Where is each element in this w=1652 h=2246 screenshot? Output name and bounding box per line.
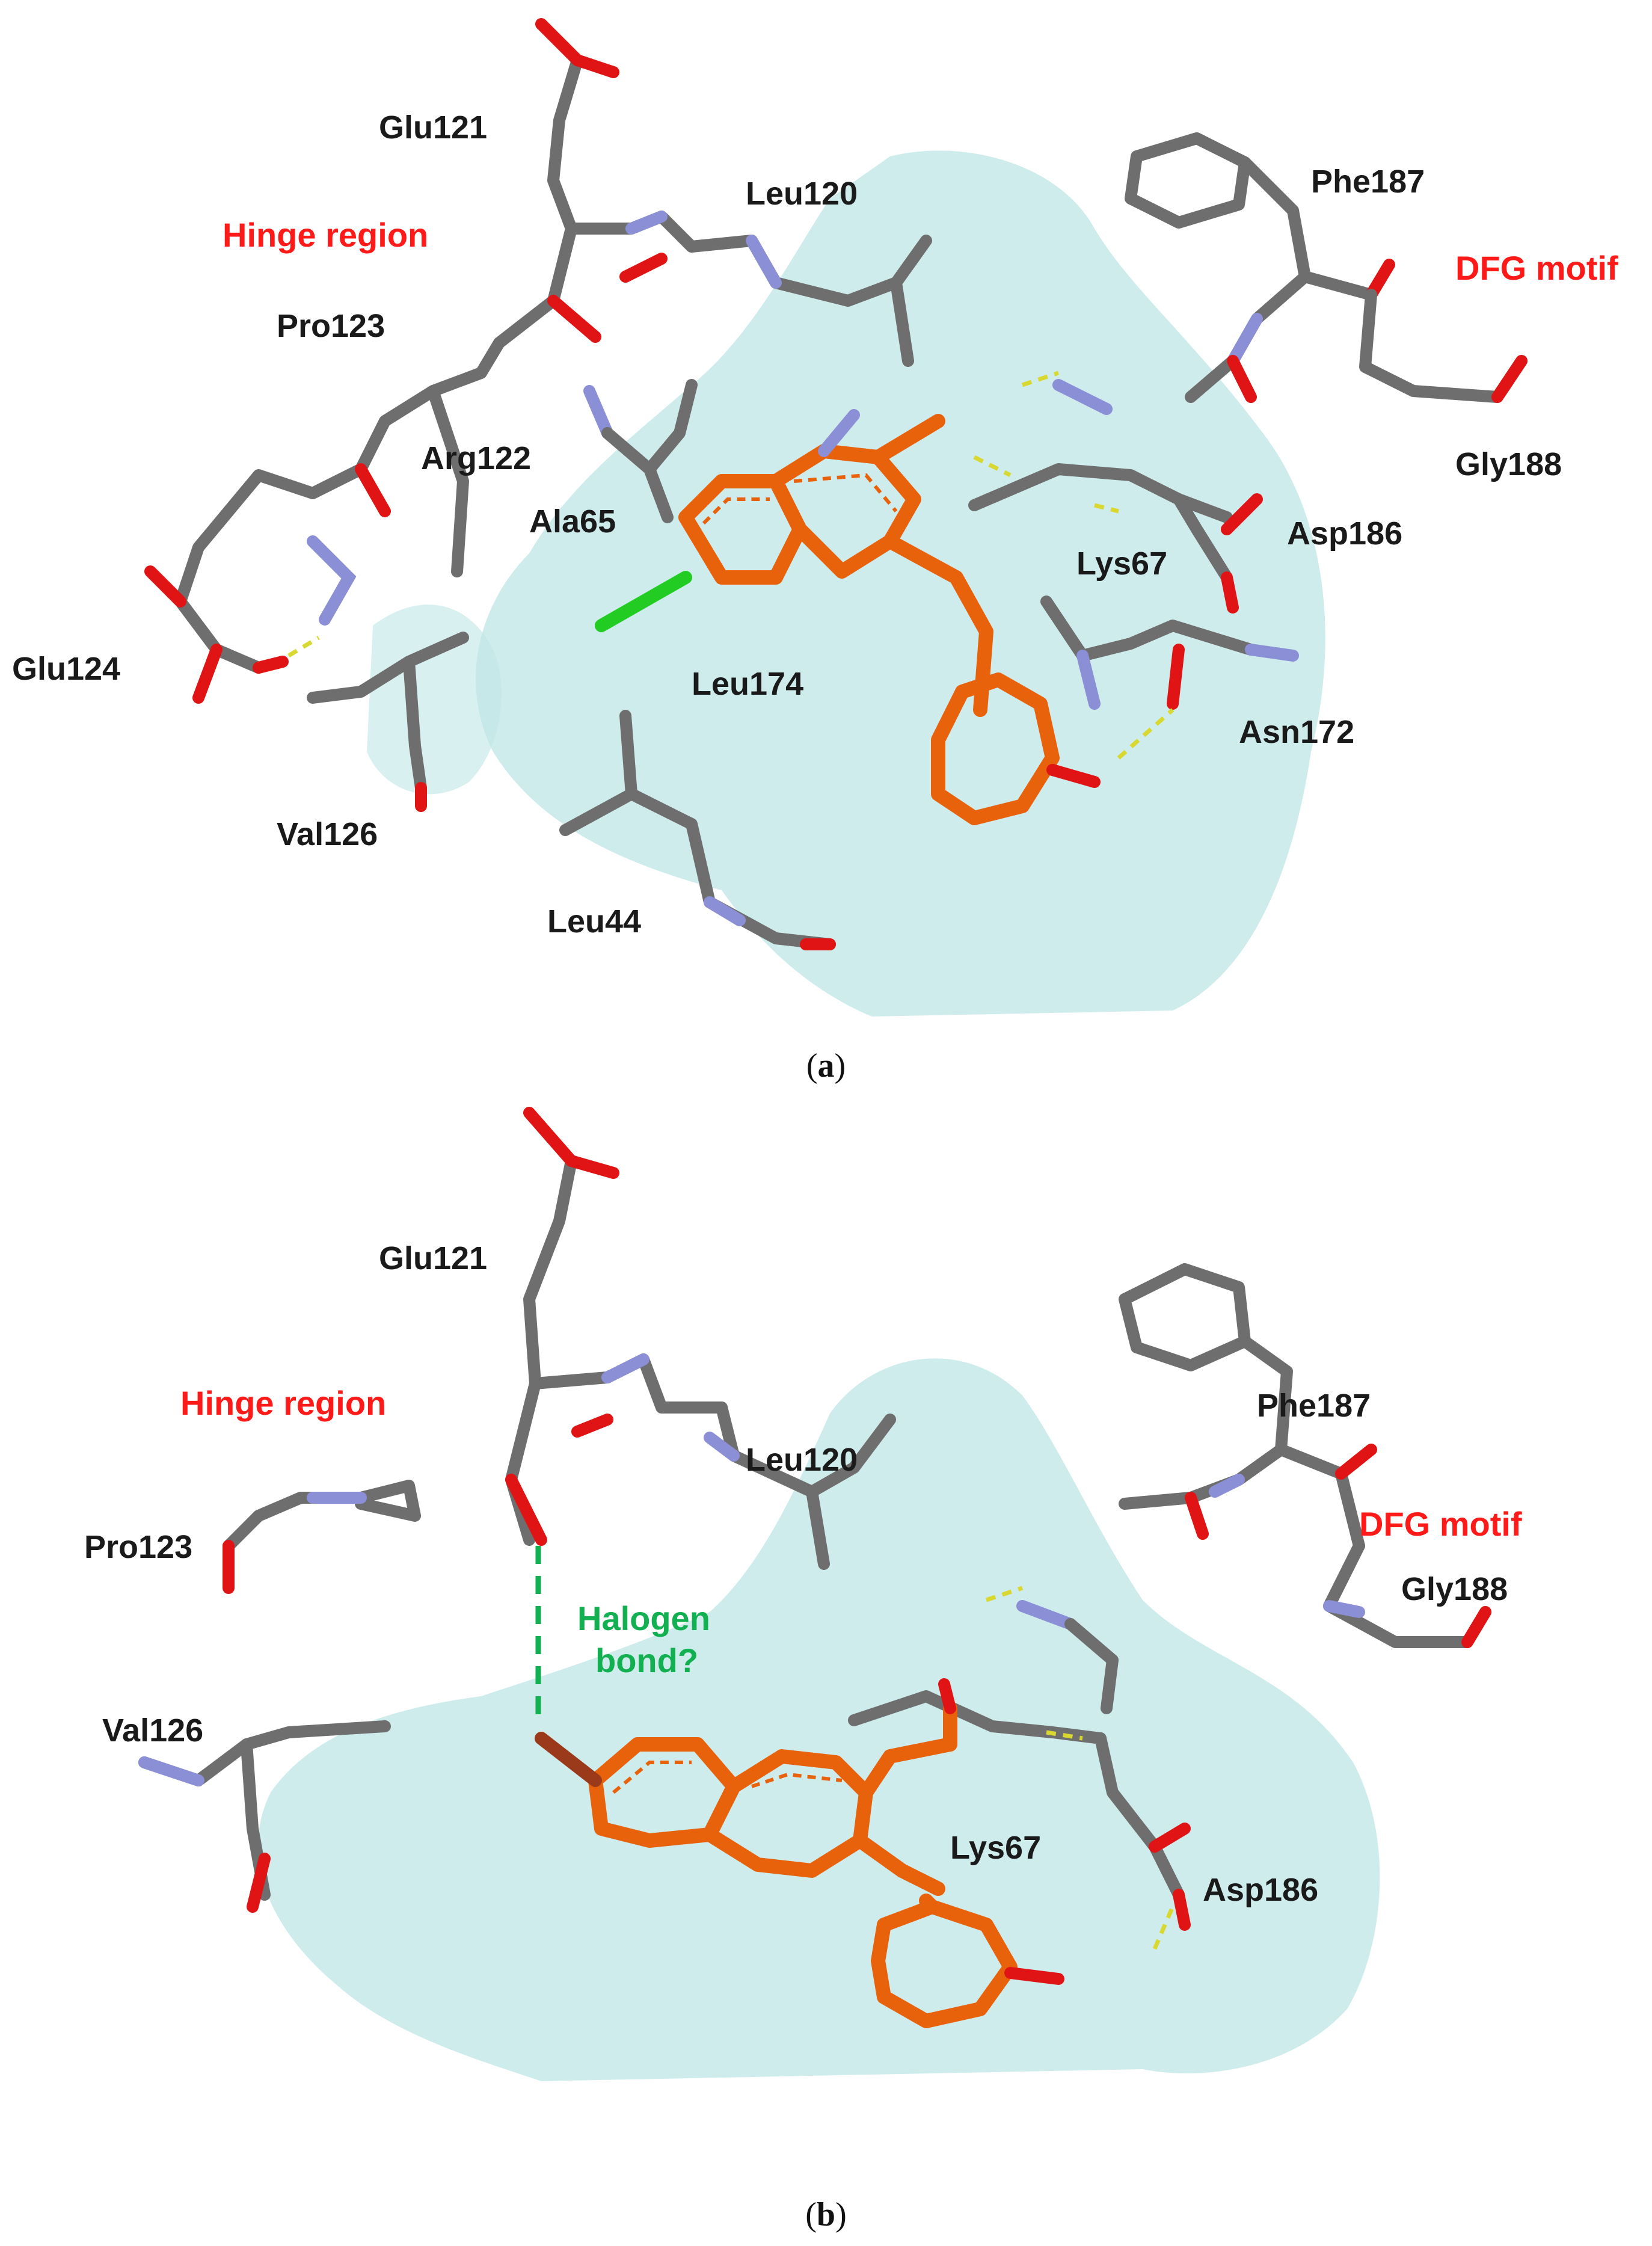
label-val126: Val126: [102, 1712, 203, 1749]
residue-val126-sticks: [307, 632, 469, 812]
residue-pro123-arg122-sticks: [144, 337, 505, 704]
label-halogen-line1: Halogen: [577, 1599, 710, 1637]
ligand-molecule-b: [535, 1678, 1064, 2028]
label-leu44: Leu44: [547, 903, 641, 940]
label-val126: Val126: [277, 816, 378, 852]
caption-b: (b): [805, 2196, 847, 2233]
label-pro123: Pro123: [277, 308, 385, 344]
label-dfg-motif: DFG motif: [1455, 249, 1618, 287]
panel-a: Glu121 Leu120 Phe187 Pro123 Arg122 Ala65…: [0, 0, 1652, 1085]
label-pro123: Pro123: [84, 1529, 192, 1565]
residue-val126-sticks: [138, 1720, 391, 1913]
residue-phe187-sticks: [1125, 132, 1528, 403]
residue-pro123-sticks: [223, 1480, 421, 1594]
label-lys67: Lys67: [1076, 546, 1167, 582]
label-ala65: Ala65: [529, 503, 616, 540]
pocket-surface: [476, 150, 1325, 1017]
label-lys67: Lys67: [950, 1830, 1041, 1866]
residue-leu120-sticks: [704, 1401, 896, 1570]
label-hinge-region: Hinge region: [180, 1384, 386, 1422]
label-halogen-line2: bond?: [595, 1641, 698, 1679]
residue-phe187-sticks: [1119, 1263, 1491, 1648]
residue-leu44-sticks: [559, 710, 836, 950]
label-phe187: Phe187: [1257, 1388, 1371, 1424]
caption-a: (a): [806, 1047, 846, 1085]
label-phe187: Phe187: [1311, 164, 1425, 200]
ligand-molecule-a: [595, 409, 1101, 825]
label-asn172: Asn172: [1239, 714, 1354, 750]
label-leu120: Leu120: [746, 176, 858, 212]
hbond-lines-b: [985, 1586, 1175, 1950]
residue-glu121-sticks: [493, 18, 758, 349]
docking-scene-a: Glu121 Leu120 Phe187 Pro123 Arg122 Ala65…: [12, 18, 1618, 1017]
residue-lys67-asp186-asn172-sticks: [968, 379, 1299, 710]
label-glu121: Glu121: [379, 109, 487, 146]
label-leu174: Leu174: [692, 666, 803, 702]
residue-leu120-sticks: [746, 235, 932, 367]
docking-scene-b: Glu121 Leu120 Phe187 Pro123 Gly188 Val12…: [84, 1107, 1522, 2081]
label-dfg-motif: DFG motif: [1359, 1505, 1522, 1543]
pocket-surface: [257, 1358, 1380, 2081]
residue-ala65-sticks: [583, 379, 698, 523]
label-glu124: Glu124: [12, 651, 120, 687]
label-hinge-region: Hinge region: [223, 216, 428, 254]
label-asp186: Asp186: [1287, 515, 1402, 552]
label-gly188: Gly188: [1455, 446, 1562, 482]
hbond-lines-a: [287, 371, 1175, 760]
label-leu120: Leu120: [746, 1442, 858, 1478]
pocket-surface-left: [367, 605, 502, 795]
label-arg122: Arg122: [421, 440, 531, 476]
label-gly188: Gly188: [1401, 1571, 1508, 1607]
panel-b: Glu121 Leu120 Phe187 Pro123 Gly188 Val12…: [0, 1071, 1652, 2233]
residue-glu121-sticks: [505, 1107, 728, 1546]
label-asp186: Asp186: [1203, 1872, 1318, 1908]
label-glu121: Glu121: [379, 1240, 487, 1276]
